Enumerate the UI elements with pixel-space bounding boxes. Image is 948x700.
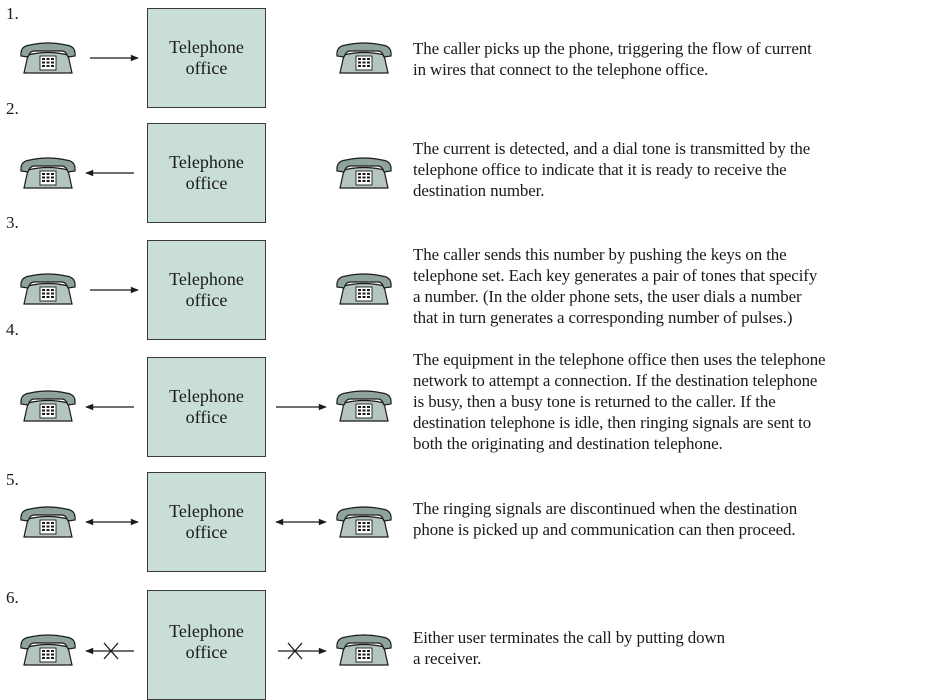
description-line: The caller picks up the phone, triggerin…	[413, 39, 812, 58]
office-label-line-2: office	[185, 173, 228, 193]
description-line: The ringing signals are discontinued whe…	[413, 499, 798, 518]
step-5-number: 5.	[6, 470, 19, 489]
description-line: Either user terminates the call by putti…	[413, 628, 725, 647]
office-label-line-1: Telephone	[169, 37, 244, 57]
description-line: The caller sends this number by pushing …	[413, 245, 787, 264]
description-line: The current is detected, and a dial tone…	[413, 139, 811, 158]
office-label-line-1: Telephone	[169, 269, 244, 289]
step-2-description: The current is detected, and a dial tone…	[413, 138, 948, 201]
description-line: destination telephone is idle, then ring…	[413, 413, 812, 432]
description-line: network to attempt a connection. If the …	[413, 371, 818, 390]
step-4-number: 4.	[6, 320, 19, 339]
office-label-line-2: office	[185, 407, 228, 427]
office-label-line-2: office	[185, 522, 228, 542]
terminated-x-mark	[103, 642, 119, 660]
step-6-description: Either user terminates the call by putti…	[413, 627, 948, 669]
step-1-description: The caller picks up the phone, triggerin…	[413, 38, 948, 80]
description-line: both the originating and destination tel…	[413, 434, 723, 453]
description-line: destination number.	[413, 181, 545, 200]
step-6-number: 6.	[6, 588, 19, 607]
description-line: phone is picked up and communication can…	[413, 520, 796, 539]
signal-arrows	[85, 54, 327, 660]
description-line: is busy, then a busy tone is returned to…	[413, 392, 776, 411]
description-line: The equipment in the telephone office th…	[413, 350, 826, 369]
description-line: telephone set. Each key generates a pair…	[413, 266, 818, 285]
office-label-line-2: office	[185, 58, 228, 78]
office-label-line-1: Telephone	[169, 386, 244, 406]
step-4-description: The equipment in the telephone office th…	[413, 349, 948, 454]
step-1-number: 1.	[6, 4, 19, 23]
office-label-line-2: office	[185, 642, 228, 662]
office-label-line-1: Telephone	[169, 621, 244, 641]
step-2-number: 2.	[6, 99, 19, 118]
office-label-line-2: office	[185, 290, 228, 310]
terminated-x-mark	[287, 642, 303, 660]
office-label-line-1: Telephone	[169, 152, 244, 172]
description-line: that in turn generates a corresponding n…	[413, 308, 793, 327]
step-5-description: The ringing signals are discontinued whe…	[413, 498, 948, 540]
description-line: a receiver.	[413, 649, 482, 668]
step-3-description: The caller sends this number by pushing …	[413, 244, 948, 328]
office-label-line-1: Telephone	[169, 501, 244, 521]
description-line: a number. (In the older phone sets, the …	[413, 287, 802, 306]
description-line: telephone office to indicate that it is …	[413, 160, 787, 179]
step-3-number: 3.	[6, 213, 19, 232]
description-line: in wires that connect to the telephone o…	[413, 60, 709, 79]
